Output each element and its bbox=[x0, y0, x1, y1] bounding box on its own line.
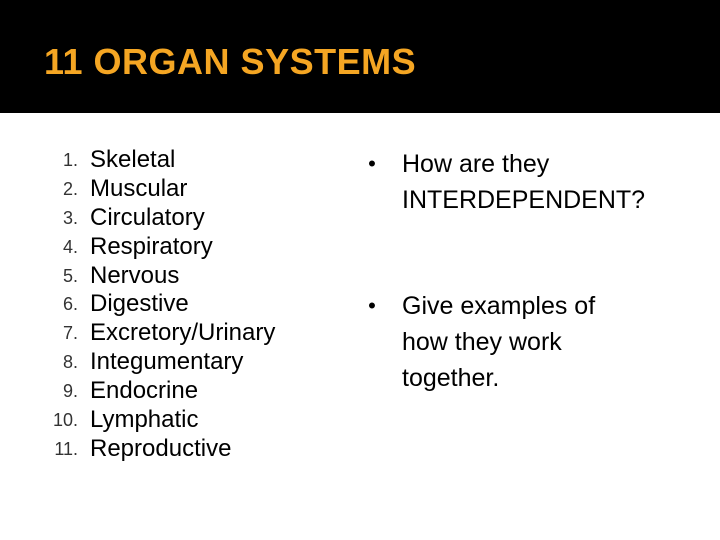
question-line: together. bbox=[402, 364, 500, 392]
list-number: 3. bbox=[62, 207, 78, 228]
organ-name: Circulatory bbox=[90, 203, 205, 231]
list-number: 5. bbox=[62, 265, 78, 286]
list-number: 11. bbox=[54, 438, 78, 459]
title-bar: 11 ORGAN SYSTEMS bbox=[0, 0, 720, 113]
question-line: How are they bbox=[402, 150, 550, 178]
bullet-icon: • bbox=[368, 151, 376, 176]
organ-name: Endocrine bbox=[90, 377, 199, 405]
list-number: 9. bbox=[62, 381, 78, 402]
organ-name: Excretory/Urinary bbox=[90, 319, 276, 347]
question-examples: • Give examples of how they work togethe… bbox=[362, 288, 702, 396]
question-interdependent: • How are they INTERDEPENDENT? bbox=[362, 146, 702, 218]
list-number: 7. bbox=[62, 323, 78, 344]
bullet-icon: • bbox=[368, 293, 376, 318]
questions-panel: • How are they INTERDEPENDENT? • Give ex… bbox=[362, 146, 702, 396]
organ-name: Integumentary bbox=[90, 348, 244, 376]
list-number: 10. bbox=[52, 410, 78, 431]
question-line: INTERDEPENDENT? bbox=[402, 186, 646, 214]
organ-name: Muscular bbox=[90, 174, 188, 202]
list-number: 6. bbox=[62, 294, 78, 315]
organ-name: Digestive bbox=[90, 290, 189, 318]
organ-name: Reproductive bbox=[90, 434, 232, 462]
list-number: 8. bbox=[62, 352, 78, 373]
list-number: 2. bbox=[62, 178, 78, 199]
organ-name: Lymphatic bbox=[90, 406, 199, 434]
question-line: how they work bbox=[402, 328, 562, 356]
organ-name: Respiratory bbox=[90, 232, 213, 260]
question-line: Give examples of bbox=[402, 292, 596, 320]
list-number: 4. bbox=[62, 236, 78, 257]
organ-name: Skeletal bbox=[90, 146, 176, 173]
organ-name: Nervous bbox=[90, 261, 180, 289]
slide-title: 11 ORGAN SYSTEMS bbox=[44, 41, 417, 82]
list-number: 1. bbox=[62, 150, 78, 170]
